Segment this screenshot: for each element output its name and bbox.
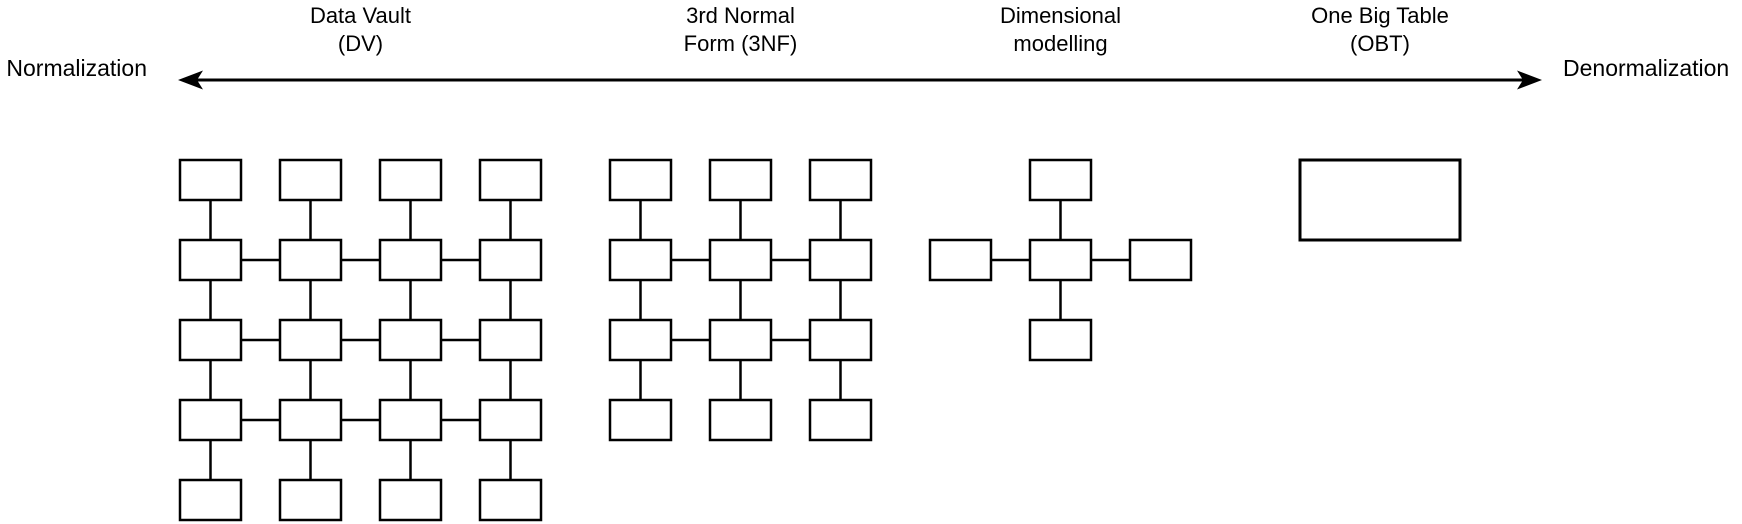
- one-big-table-label-line2: (OBT): [1350, 31, 1410, 56]
- table-box: [708, 238, 773, 282]
- dimension-table-box: [1028, 318, 1093, 362]
- third-normal-form-label: 3rd Normal Form (3NF): [581, 2, 901, 58]
- table-box: [808, 158, 873, 202]
- third-normal-form-label-line1: 3rd Normal: [686, 3, 795, 28]
- dimensional-modelling-label-line2: modelling: [1013, 31, 1108, 56]
- normalization-denormalization-arrow: [178, 70, 1542, 90]
- table-box: [378, 398, 443, 442]
- dimensional-modelling-diagram: [928, 158, 1193, 362]
- one-big-table-diagram: [1298, 158, 1462, 242]
- fact-table-box: [1028, 238, 1093, 282]
- one-big-table-box: [1298, 158, 1462, 242]
- table-box: [278, 478, 343, 522]
- table-box: [608, 158, 673, 202]
- data-vault-label-line2: (DV): [337, 31, 384, 56]
- denormalization-label: Denormalization: [1563, 55, 1730, 81]
- data-vault-label-line1: Data Vault: [309, 3, 412, 28]
- table-box: [708, 158, 773, 202]
- table-box: [808, 398, 873, 442]
- table-box: [378, 158, 443, 202]
- table-box: [178, 398, 243, 442]
- dimensional-modelling-label-line1: Dimensional: [999, 3, 1122, 28]
- table-box: [178, 318, 243, 362]
- table-box: [708, 318, 773, 362]
- data-vault-diagram: [178, 158, 543, 522]
- table-box: [608, 398, 673, 442]
- arrow-left-head-icon: [178, 70, 203, 90]
- table-box: [278, 158, 343, 202]
- table-box: [708, 398, 773, 442]
- dimension-table-box: [1128, 238, 1193, 282]
- table-box: [478, 238, 543, 282]
- one-big-table-label: One Big Table (OBT): [1220, 2, 1540, 58]
- dimensional-modelling-label: Dimensional modelling: [901, 2, 1221, 58]
- one-big-table-label-line1: One Big Table: [1311, 3, 1449, 28]
- table-box: [478, 478, 543, 522]
- table-box: [378, 318, 443, 362]
- table-box: [278, 398, 343, 442]
- table-box: [808, 318, 873, 362]
- table-box: [808, 238, 873, 282]
- table-box: [478, 318, 543, 362]
- dimension-table-box: [928, 238, 993, 282]
- table-box: [178, 158, 243, 202]
- dimension-table-box: [1028, 158, 1093, 202]
- arrow-right-head-icon: [1517, 70, 1542, 90]
- data-vault-label: Data Vault (DV): [201, 2, 521, 58]
- table-box: [278, 238, 343, 282]
- normalization-label: Normalization: [6, 55, 147, 81]
- table-box: [478, 158, 543, 202]
- table-box: [178, 478, 243, 522]
- third-normal-form-diagram: [608, 158, 873, 442]
- table-box: [378, 478, 443, 522]
- table-box: [278, 318, 343, 362]
- third-normal-form-label-line2: Form (3NF): [683, 31, 798, 56]
- table-box: [478, 398, 543, 442]
- table-box: [378, 238, 443, 282]
- table-box: [608, 318, 673, 362]
- table-box: [178, 238, 243, 282]
- table-box: [608, 238, 673, 282]
